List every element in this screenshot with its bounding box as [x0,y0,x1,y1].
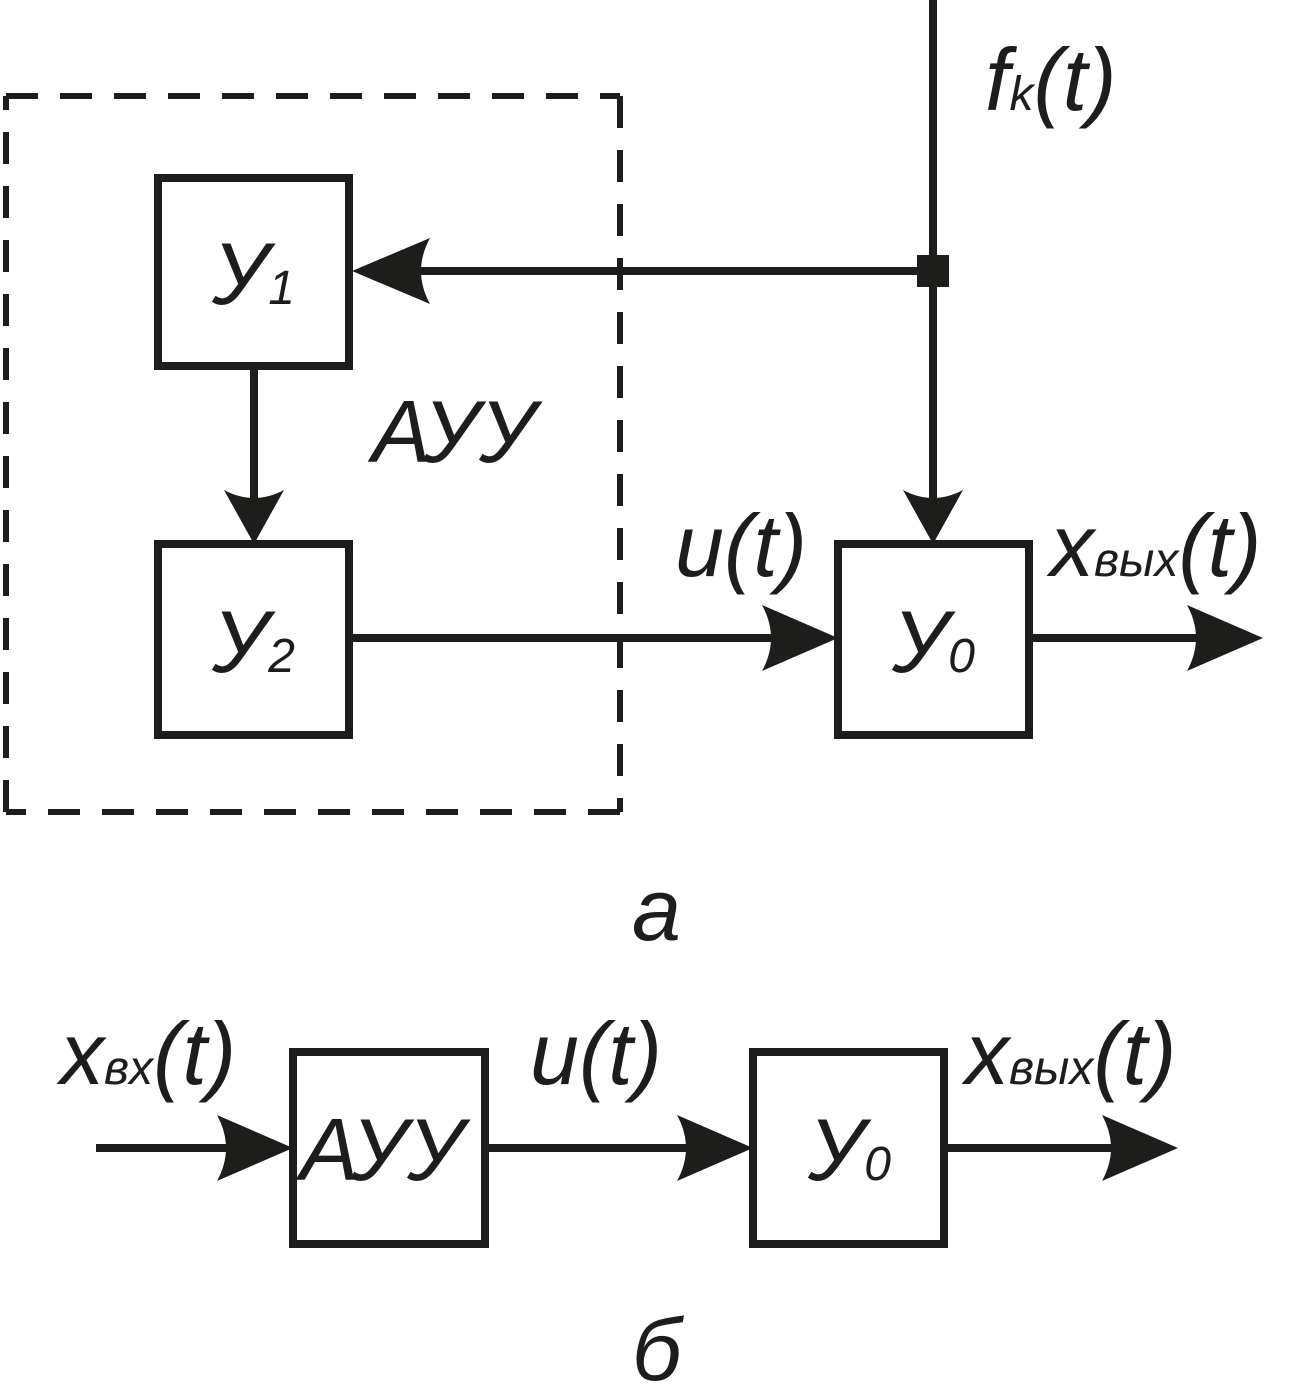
ayy-group-label: АУУ [367,382,543,481]
signal-out-a-label: xвых(t) [1046,496,1261,595]
caption-b: б [632,1300,685,1397]
block-ayy [289,1048,489,1248]
block-y0-a-label: У0 [891,592,975,691]
arrowhead-into-y1 [352,238,430,304]
signal-u-b-label: u(t) [530,1004,662,1103]
block-y1 [154,174,353,370]
signal-u-a-label: u(t) [675,496,807,595]
arrowhead-u-a [762,605,838,671]
diagram-a: АУУ У1 У2 У0 fk(t) u(t) xвых(t) а [3,0,1263,959]
block-y0-a [834,540,1033,739]
signal-out-b-label: xвых(t) [961,1004,1176,1103]
block-y0-b [749,1048,948,1248]
arrowhead-into-y0 [903,490,963,544]
block-y2 [154,540,353,739]
caption-a: а [632,860,681,959]
arrowhead-in-b [217,1115,293,1181]
signal-in-b-label: xвх(t) [56,1004,236,1103]
arrowhead-out-b [1102,1115,1178,1181]
diagram-b: АУУ У0 xвх(t) u(t) xвых(t) б [56,1004,1178,1397]
arrowhead-into-y2 [224,490,284,544]
arrowhead-u-b [677,1115,753,1181]
block-ayy-label: АУУ [295,1100,471,1199]
block-y1-label: У1 [211,224,295,323]
block-y0-b-label: У0 [807,1100,891,1199]
signal-f-label: fk(t) [985,30,1117,129]
block-y2-label: У2 [211,592,295,691]
arrowhead-out-a [1187,605,1263,671]
